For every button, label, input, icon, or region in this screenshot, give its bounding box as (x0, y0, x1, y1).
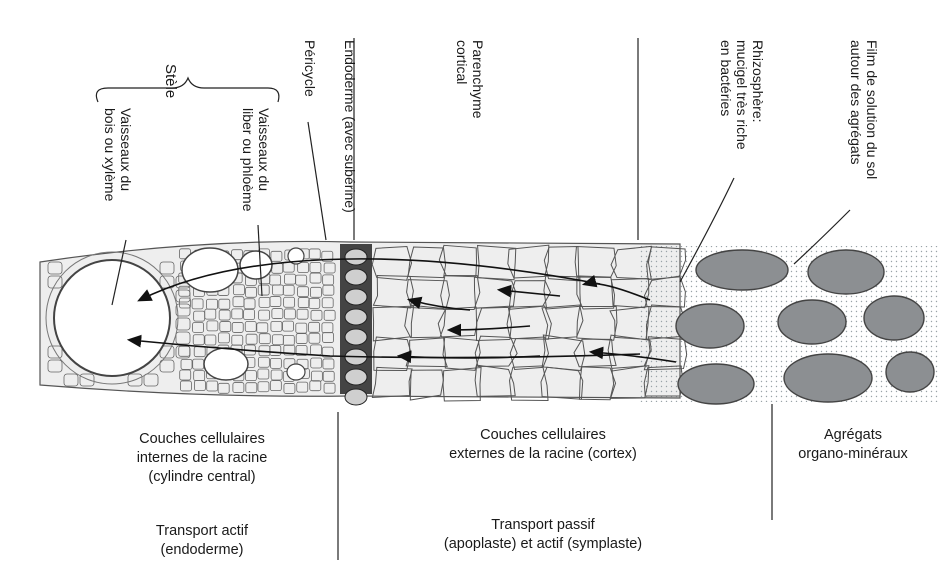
endoderm-cell (345, 289, 367, 305)
label-xylem-line-1: Vaisseaux du (118, 108, 134, 201)
phloem-vessel (204, 348, 248, 380)
label-phloem: Vaisseaux du liber ou phloème (240, 108, 272, 212)
label-external-line-2: externes de la racine (cortex) (408, 445, 678, 464)
aggregate (696, 250, 788, 290)
endoderm-cell (345, 249, 367, 265)
label-soil-film-line-2: autour des agrégats (848, 40, 864, 179)
aggregate (886, 352, 934, 392)
label-aggregates: Agrégats organo-minéraux (778, 426, 928, 464)
label-rhizosphere: Rhizosphère: mucigel très riche en bacté… (718, 40, 766, 150)
aggregate (678, 364, 754, 404)
aggregate (778, 300, 846, 344)
label-internal-line-2: internes de la racine (92, 449, 312, 468)
label-passive-line-2: (apoplaste) et actif (symplaste) (388, 535, 698, 554)
label-rhizosphere-line-3: en bactéries (718, 40, 734, 150)
aggregate (808, 250, 884, 294)
label-internal-line-3: (cylindre central) (92, 468, 312, 487)
aggregate (864, 296, 924, 340)
label-passive-transport: Transport passif (apoplaste) et actif (s… (388, 516, 698, 554)
label-aggregates-line-1: Agrégats (778, 426, 928, 445)
label-internal-line-1: Couches cellulaires (92, 430, 312, 449)
label-active-transport: Transport actif (endoderme) (102, 522, 302, 560)
endoderm-cell (345, 389, 367, 405)
label-xylem-line-2: bois ou xylème (102, 108, 118, 201)
endoderm-cell (345, 329, 367, 345)
label-active-line-2: (endoderme) (102, 541, 302, 560)
pericycle-leader (308, 122, 326, 240)
label-rhizosphere-line-2: mucigel très riche (734, 40, 750, 150)
xylem-vessel (54, 260, 170, 376)
endoderm-cell (345, 309, 367, 325)
label-soil-film: Film de solution du sol autour des agrég… (848, 40, 880, 179)
label-parenchyma-line-1: Parenchyme (470, 40, 486, 119)
label-aggregates-line-2: organo-minéraux (778, 445, 928, 464)
label-external-layers: Couches cellulaires externes de la racin… (408, 426, 678, 464)
label-stele: Stèle (162, 64, 178, 98)
label-active-line-1: Transport actif (102, 522, 302, 541)
phloem-vessel (287, 364, 305, 380)
label-parenchyma-line-2: cortical (454, 40, 470, 119)
endoderm-cell (345, 269, 367, 285)
label-internal-layers: Couches cellulaires internes de la racin… (92, 430, 312, 487)
label-external-line-1: Couches cellulaires (408, 426, 678, 445)
label-phloem-line-1: Vaisseaux du (256, 108, 272, 212)
stele-bracket (96, 78, 279, 102)
label-soil-film-line-1: Film de solution du sol (864, 40, 880, 179)
label-xylem: Vaisseaux du bois ou xylème (102, 108, 134, 201)
label-passive-line-1: Transport passif (388, 516, 698, 535)
aggregate (784, 354, 872, 402)
label-endoderm: Endoderme (avec subérine) (342, 40, 358, 213)
aggregate (676, 304, 744, 348)
label-rhizosphere-line-1: Rhizosphère: (750, 40, 766, 150)
endoderm-cell (345, 369, 367, 385)
label-pericycle: Péricycle (302, 40, 318, 97)
label-parenchyma: Parenchyme cortical (454, 40, 486, 119)
label-phloem-line-2: liber ou phloème (240, 108, 256, 212)
